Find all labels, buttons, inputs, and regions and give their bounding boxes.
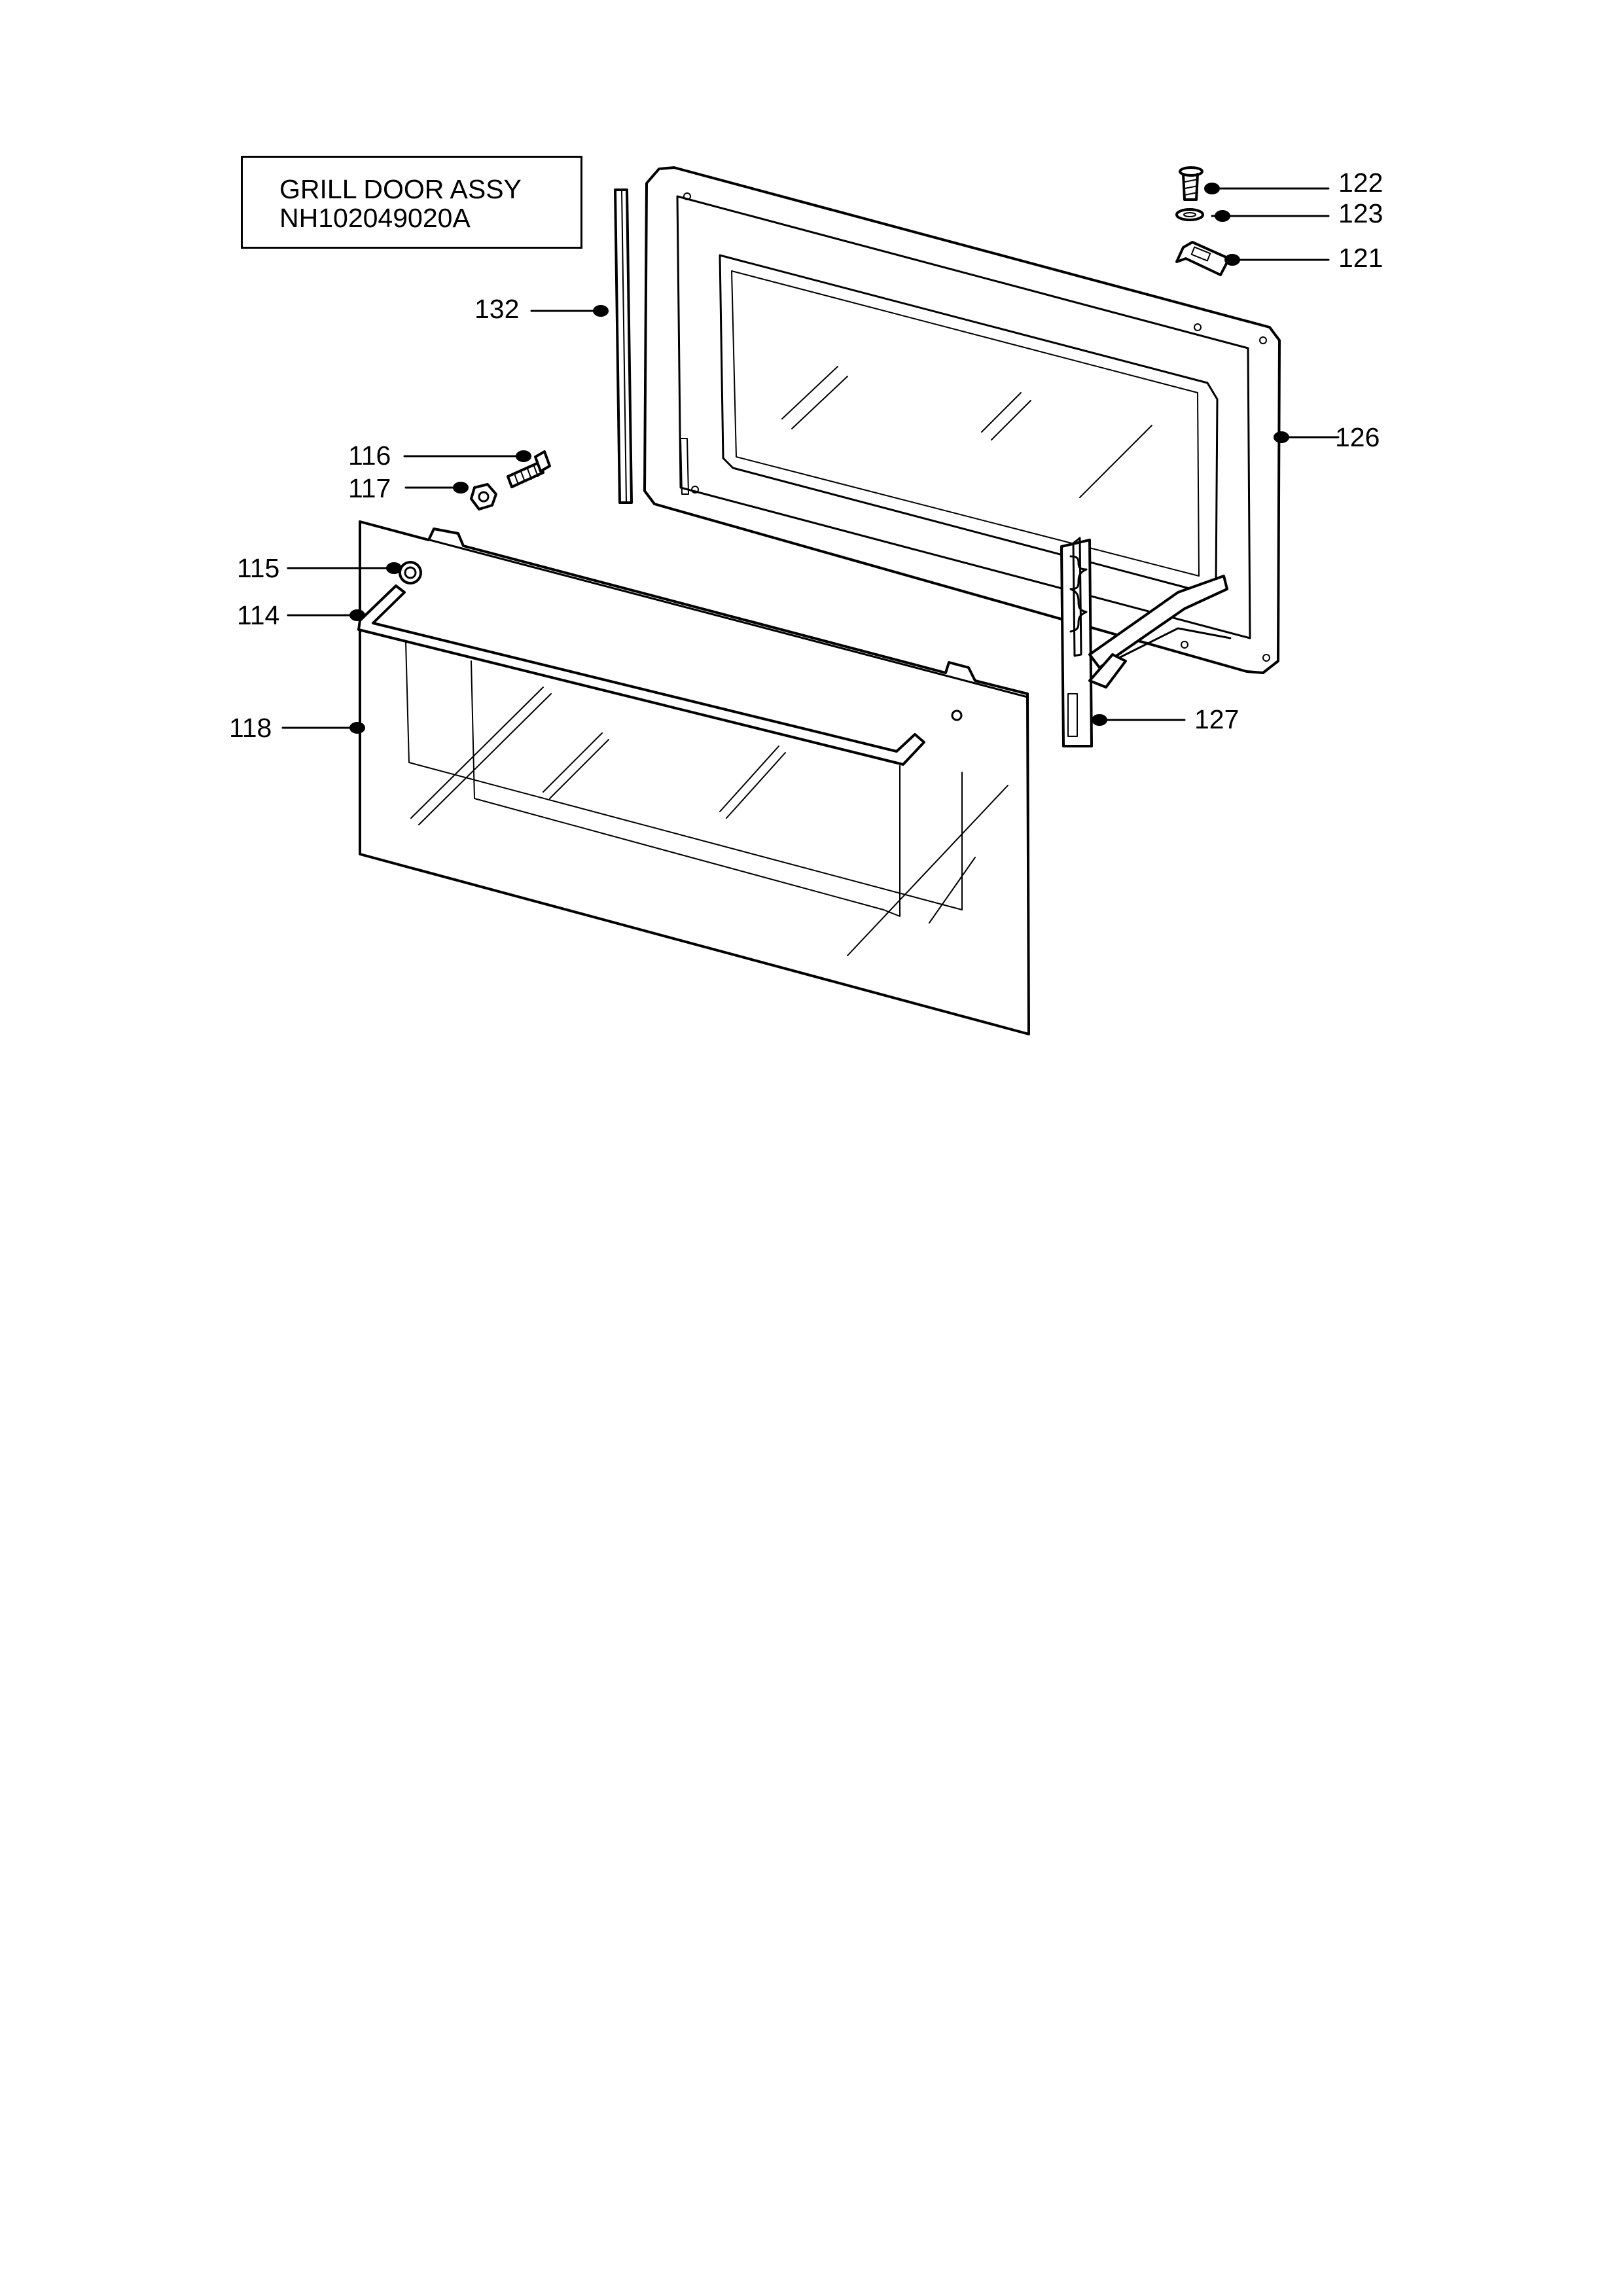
- callout-117: 117: [348, 473, 391, 503]
- washer: [1175, 208, 1204, 221]
- callout-121: 121: [1338, 243, 1383, 273]
- callout-123: 123: [1338, 198, 1383, 228]
- bolt: [507, 450, 551, 488]
- handle: [357, 584, 925, 766]
- callout-118: 118: [229, 713, 272, 743]
- gasket-strip: [614, 188, 633, 504]
- callout-labels: 122 123 121 132 126 116 117 115 114 118 …: [229, 168, 1383, 743]
- part-number: NH102049020A: [279, 203, 471, 233]
- callout-122: 122: [1338, 168, 1383, 198]
- callout-132: 132: [474, 294, 519, 324]
- hinge: [1060, 537, 1232, 747]
- nut: [470, 483, 497, 511]
- callout-126: 126: [1335, 422, 1380, 452]
- title-box: GRILL DOOR ASSY NH102049020A: [241, 156, 582, 249]
- callout-115: 115: [237, 553, 279, 583]
- leader-lines: [281, 187, 1340, 729]
- screw: [1179, 166, 1204, 201]
- outer-door-glass: [359, 520, 1030, 1035]
- assembly-title: GRILL DOOR ASSY: [279, 174, 522, 204]
- leader-dots: [349, 183, 1289, 734]
- spacer: [399, 561, 422, 584]
- callout-114: 114: [237, 600, 279, 630]
- clip: [1175, 241, 1230, 276]
- callout-127: 127: [1194, 704, 1239, 734]
- callout-116: 116: [348, 440, 391, 471]
